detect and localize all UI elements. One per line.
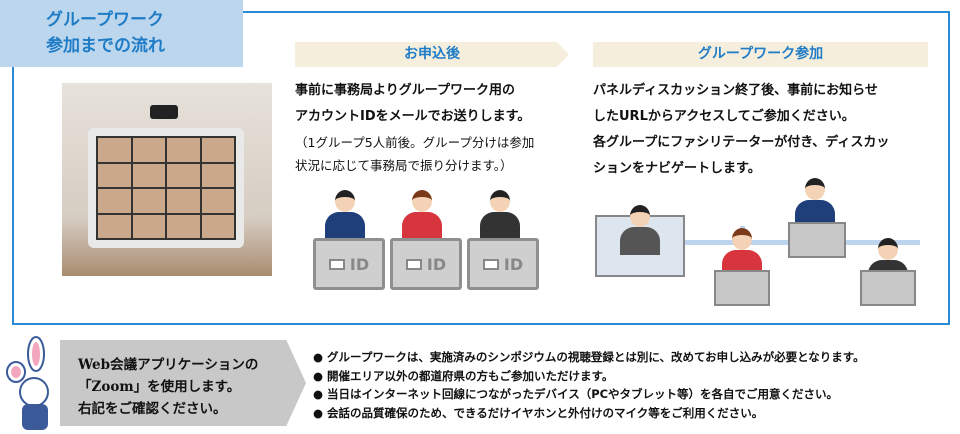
title-line: グループワーク xyxy=(46,10,164,30)
id-label: ID xyxy=(426,254,447,274)
step1-banner: お申込後 xyxy=(295,42,569,67)
text-line: 右記をご確認ください。 xyxy=(78,401,227,417)
person-icon xyxy=(480,190,520,240)
text-line: （1グループ5人前後。グループ分けは参加 xyxy=(295,135,535,150)
zoom-notice: Web会議アプリケーションの「Zoom」を使用します。右記をご確認ください。 xyxy=(60,340,306,426)
step1-note: （1グループ5人前後。グループ分けは参加状況に応じて事務局で振り分けます。） xyxy=(295,131,534,177)
list-item: ● 当日はインターネット回線につながったデバイス（PCやタブレット等）を各自でご… xyxy=(313,387,839,401)
person-icon xyxy=(325,190,365,240)
id-label: ID xyxy=(349,254,370,274)
text-line: したURLからアクセスしてご参加ください。 xyxy=(593,109,855,124)
pc-icon xyxy=(860,270,916,306)
facilitator-icon xyxy=(620,205,660,255)
laptop-video-call-photo xyxy=(62,83,272,276)
pc-id-icon: ID xyxy=(390,238,462,290)
text-line: アカウントIDをメールでお送りします。 xyxy=(295,109,531,124)
rabbit-mascot-icon xyxy=(6,336,49,430)
mail-icon xyxy=(482,258,499,270)
text-line: Web会議アプリケーションの xyxy=(78,357,259,373)
text-line: 「Zoom」を使用します。 xyxy=(78,379,241,395)
pc-id-icon: ID xyxy=(467,238,539,290)
title-line: 参加までの流れ xyxy=(46,36,165,56)
person-icon xyxy=(402,190,442,240)
mail-icon xyxy=(328,258,345,270)
list-item: ● 開催エリア以外の都道府県の方もご参加いただけます。 xyxy=(313,368,614,383)
pc-id-icon: ID xyxy=(313,238,385,290)
notes-list: ● グループワークは、実施済みのシンポジウムの視聴登録とは別に、改めてお申し込み… xyxy=(313,348,865,422)
text-line: ションをナビゲートします。 xyxy=(593,161,761,176)
step2-banner: グループワーク参加 xyxy=(593,42,928,67)
pc-icon xyxy=(788,222,846,258)
flow-frame xyxy=(12,11,950,325)
mail-icon xyxy=(405,258,422,270)
pc-icon xyxy=(714,270,770,306)
id-label: ID xyxy=(503,254,524,274)
section-title: グループワーク参加までの流れ xyxy=(0,0,243,67)
laptop-icon xyxy=(88,128,244,248)
text-line: 状況に応じて事務局で振り分けます。） xyxy=(295,158,513,173)
webcam-icon xyxy=(150,105,178,119)
list-item: ● グループワークは、実施済みのシンポジウムの視聴登録とは別に、改めてお申し込み… xyxy=(313,350,865,364)
text-line: 事前に事務局よりグループワーク用の xyxy=(295,83,515,98)
person-headset-icon xyxy=(795,178,835,228)
text-line: パネルディスカッション終了後、事前にお知らせ xyxy=(593,83,878,98)
step1-text: 事前に事務局よりグループワーク用のアカウントIDをメールでお送りします。 xyxy=(295,78,530,130)
list-item: ● 会話の品質確保のため、できるだけイヤホンと外付けのマイク等をご利用ください。 xyxy=(313,405,764,420)
step2-text: パネルディスカッション終了後、事前にお知らせしたURLからアクセスしてご参加くだ… xyxy=(593,78,889,182)
text-line: 各グループにファシリテーターが付き、ディスカッ xyxy=(593,135,890,150)
